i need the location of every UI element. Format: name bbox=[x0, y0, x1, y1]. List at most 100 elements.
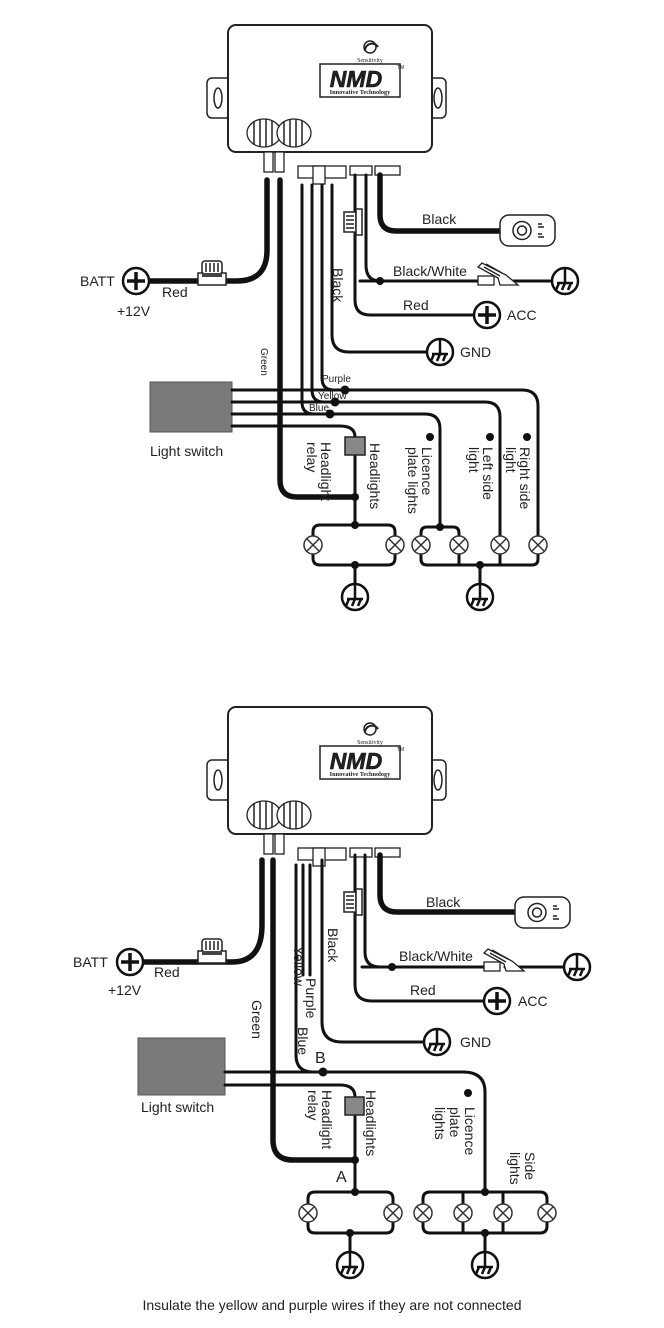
sensitivity-knob-label: Sensitivity bbox=[357, 740, 383, 746]
batt-plus-icon bbox=[115, 947, 145, 977]
red-acc-wire bbox=[353, 173, 476, 317]
ground-icon bbox=[550, 266, 580, 296]
sensitivity-knob-label: Sensitivity bbox=[357, 58, 383, 64]
yellow-label: Yellow bbox=[318, 391, 347, 402]
sensor-icon bbox=[514, 896, 571, 929]
green-wire bbox=[277, 177, 358, 500]
batt-label: BATT bbox=[73, 954, 108, 970]
left-side-light-label: Left side bbox=[480, 447, 496, 500]
right-side-light-label: light bbox=[503, 447, 519, 473]
headlights-label: Headlights bbox=[363, 1090, 379, 1156]
fuse-icon bbox=[197, 938, 227, 964]
switch-wire-headlight bbox=[230, 424, 357, 527]
gnd-ground-icon bbox=[425, 337, 455, 367]
ground-icon bbox=[470, 1250, 500, 1280]
switch-wire-headlight bbox=[223, 1083, 357, 1194]
switch-wire-side-lights bbox=[223, 1070, 487, 1194]
black-sensor-label: Black bbox=[422, 211, 457, 227]
light-switch-label: Light switch bbox=[150, 443, 223, 459]
blue-label: Blue bbox=[309, 403, 329, 414]
ground-icon bbox=[465, 582, 495, 612]
switch-wire-right-side bbox=[230, 388, 540, 538]
sensor-icon bbox=[499, 214, 556, 247]
connector-dot bbox=[464, 1089, 472, 1097]
headlight-relay-label: Headlight bbox=[318, 442, 334, 501]
blue-label: Blue bbox=[295, 1027, 311, 1055]
bulb-icon bbox=[537, 1203, 557, 1223]
module-labels: Sensitivity NMD TM Innovative Technology bbox=[330, 58, 405, 96]
junction-dot bbox=[340, 385, 350, 395]
junction-dot bbox=[481, 1188, 489, 1196]
top-diagram: Sensitivity NMD TM Innovative Technology… bbox=[80, 24, 580, 612]
red-acc-wire bbox=[353, 853, 486, 1003]
acc-label: ACC bbox=[507, 307, 537, 323]
junction-dot-a bbox=[351, 1156, 359, 1164]
junction-dot bbox=[476, 561, 484, 569]
bulb-icon bbox=[383, 1203, 403, 1223]
batt-red-wire bbox=[140, 857, 265, 965]
headlight-relay-label: relay bbox=[305, 1090, 321, 1120]
licence-plate-label: plate bbox=[447, 1107, 463, 1138]
junction-dot bbox=[436, 523, 444, 531]
junction-dot bbox=[376, 277, 384, 285]
junction-dot bbox=[481, 1229, 489, 1237]
point-a-label: A bbox=[336, 1169, 347, 1186]
point-b-label: B bbox=[315, 1050, 326, 1067]
connector-dot bbox=[486, 433, 494, 441]
purple-label: Purple bbox=[303, 978, 319, 1019]
batt-wire-label: Red bbox=[154, 964, 180, 980]
brand-tagline: Innovative Technology bbox=[330, 89, 392, 96]
licence-plate-label: Licence bbox=[462, 1107, 478, 1155]
red-acc-label: Red bbox=[403, 297, 429, 313]
batt-plus-icon bbox=[121, 266, 151, 296]
gnd-ground-icon bbox=[422, 1027, 452, 1057]
side-lights-bracket bbox=[419, 525, 540, 586]
headlight-bracket bbox=[311, 523, 397, 586]
acc-plus-icon bbox=[482, 986, 512, 1016]
bulb-icon bbox=[449, 535, 469, 555]
light-switch-label: Light switch bbox=[141, 1099, 214, 1115]
switch-wire-left-side bbox=[230, 400, 502, 538]
black-sensor-wire bbox=[377, 172, 503, 234]
black-gnd-wire bbox=[330, 183, 429, 354]
licence-plate-label: plate lights bbox=[405, 447, 421, 514]
brand-logo: NMD bbox=[330, 66, 382, 92]
wire-tap-clip-icon bbox=[477, 262, 519, 286]
batt-red-wire bbox=[146, 177, 270, 284]
black-sensor-wire bbox=[377, 852, 518, 915]
headlight-relay-label: Headlight bbox=[319, 1090, 335, 1149]
black-sensor-label: Black bbox=[426, 894, 461, 910]
fuse-icon bbox=[197, 260, 227, 286]
left-side-light-label: light bbox=[466, 447, 482, 473]
green-wire-label: Green bbox=[249, 1000, 265, 1039]
batt-label: BATT bbox=[80, 273, 115, 289]
junction-dot bbox=[330, 397, 340, 407]
headlight-relay-box bbox=[344, 436, 366, 456]
side-lights-bracket bbox=[421, 1190, 549, 1254]
side-lights-label: lights bbox=[507, 1152, 523, 1185]
side-lights-label: Side bbox=[522, 1152, 538, 1180]
junction-dot bbox=[346, 1229, 354, 1237]
purple-label: Purple bbox=[322, 374, 351, 385]
licence-plate-label: lights bbox=[432, 1107, 448, 1140]
bulb-icon bbox=[298, 1203, 318, 1223]
junction-dot bbox=[351, 561, 359, 569]
junction-dot bbox=[351, 1188, 359, 1196]
acc-label: ACC bbox=[518, 993, 548, 1009]
trademark: TM bbox=[397, 65, 404, 71]
light-switch-box bbox=[137, 1037, 226, 1096]
batt-wire-label: Red bbox=[162, 284, 188, 300]
bulb-icon bbox=[493, 1203, 513, 1223]
black-white-label: Black/White bbox=[393, 263, 467, 279]
right-side-light-label: Right side bbox=[517, 447, 533, 509]
inline-fuse-icon bbox=[343, 888, 363, 916]
junction-dot bbox=[351, 493, 359, 501]
black-gnd-wire bbox=[320, 858, 426, 1044]
nmd-module bbox=[206, 24, 447, 185]
bulb-icon bbox=[490, 535, 510, 555]
caption: Insulate the yellow and purple wires if … bbox=[142, 1297, 521, 1313]
gnd-label: GND bbox=[460, 344, 491, 360]
bulb-icon bbox=[413, 1203, 433, 1223]
bottom-diagram: Sensitivity NMD TM Innovative Technology… bbox=[73, 706, 592, 1313]
